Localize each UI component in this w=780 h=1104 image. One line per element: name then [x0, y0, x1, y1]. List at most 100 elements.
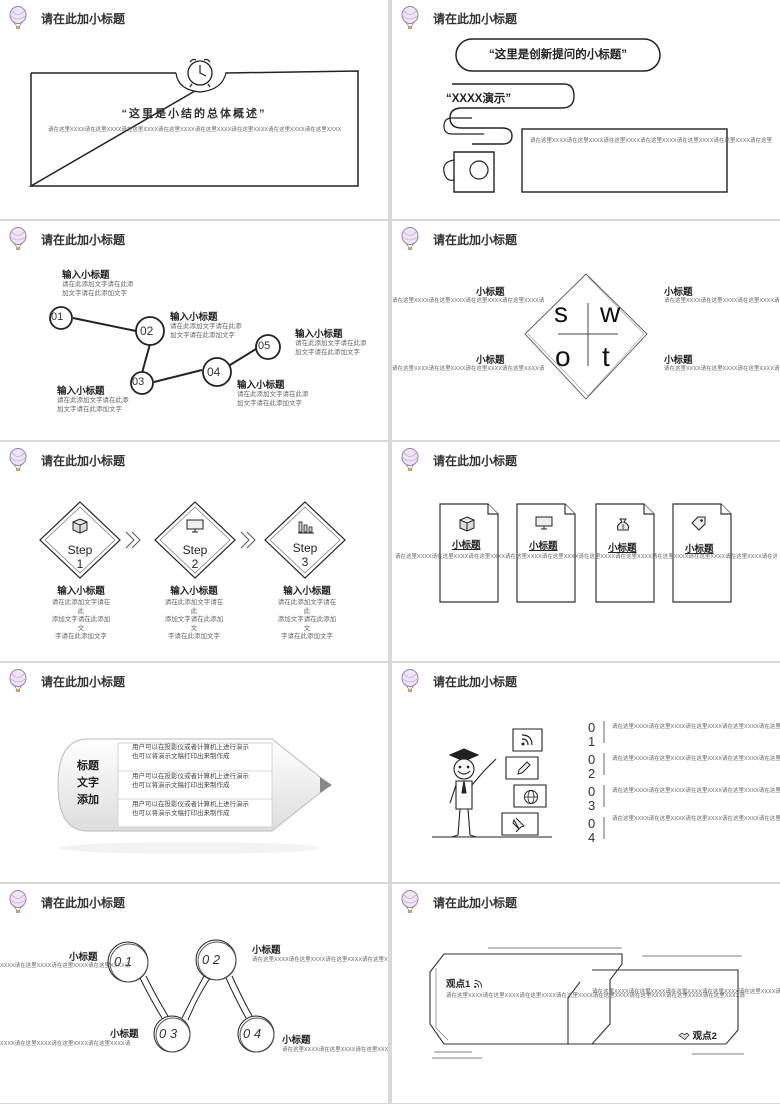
slide-1[interactable]: 请在此加小标题 “这里是小结的总体概述” 请在这里XXXX请在这里XXXX请在这…: [0, 0, 388, 219]
slide-10[interactable]: 请在此加小标题 观点1 请在这里XXXX请在这里XXXX请在这里XXXX请在这里…: [392, 884, 780, 1103]
slide-header: 请在此加小标题: [8, 448, 125, 472]
header-title: 请在此加小标题: [433, 11, 518, 26]
slide-3[interactable]: 请在此加小标题 01 02 03 04 05 输入小标题 请在此添加文字请在此添…: [0, 221, 388, 440]
timeline-item: 输入小标题 请在此添加文字请在此添 加文字请在此添加文字: [62, 270, 134, 297]
header-title: 请在此加小标题: [41, 453, 126, 468]
swot-text: 请在这里XXXX请在这里XXXX请在这里XXXX请在这里XXXX请: [392, 298, 545, 304]
timeline-item: 输入小标题 请在此添加文字请在此添 加文字请在此添加文字: [295, 329, 367, 356]
knot-number: 0 3: [159, 1026, 178, 1041]
svg-text:$: $: [622, 525, 625, 531]
slide-9[interactable]: 请在此加小标题 0 1 0 2 0 3 0 4 小标题 XXXX请在这里XXXX…: [0, 884, 388, 1103]
knot-chain: [107, 939, 275, 1053]
node-number: 05: [258, 340, 271, 352]
alarm-clock-icon: [187, 58, 213, 88]
hot-air-balloon-icon: [9, 669, 27, 692]
slide-header: 请在此加小标题: [400, 669, 517, 693]
hot-air-balloon-icon: [9, 890, 27, 913]
knot-number: 0 4: [243, 1026, 262, 1041]
cube-icon: [459, 516, 475, 532]
hot-air-balloon-icon: [401, 448, 419, 471]
header-title: 请在此加小标题: [433, 674, 518, 689]
slide-header: 请在此加小标题: [8, 227, 125, 251]
card-title: 小标题: [685, 544, 714, 555]
slide-header: 请在此加小标题: [400, 227, 517, 251]
tag-icon: [691, 516, 706, 531]
item-text: 请在这里XXXX请在这里XXXX请在这里XXXX请在这里XXXX请在这里: [612, 816, 780, 822]
steam-cup-drawing: [443, 38, 728, 193]
knot-text: XXXX请在这里XXXX请在这里XXXX请在这里XXXX请: [0, 1041, 131, 1047]
viewpoint-1-text: 请在这里XXXX请在这里XXXX请在这里XXXX请在这里XXXX请在这里XXXX…: [446, 993, 745, 999]
header-title: 请在此加小标题: [41, 11, 126, 26]
swot-text: 请在这里XXXX请在这里XXXX请在这里XXXX请在这里XXXX请: [392, 366, 545, 372]
item-dividers: [603, 721, 605, 839]
swot-diamond: [524, 273, 648, 400]
pushpin-icon: [512, 817, 525, 832]
swot-label: 小标题: [476, 287, 505, 298]
card-title: 小标题: [608, 543, 637, 554]
step-description: 输入小标题 请在此添加文字请在此 添加文字请在此添加文 字请在此添加文字: [51, 586, 111, 640]
knot-text: XXXX请在这里XXXX请在这里XXXX请在这里XXXX请: [0, 963, 131, 969]
card-text-strip: 请在这里XXXX请在这里XXXX请在这里XXXX请在这里XXXX请在这里XXXX…: [395, 554, 777, 560]
hot-air-balloon-icon: [401, 890, 419, 913]
card-outlines: [439, 503, 732, 603]
innovation-headline: “这里是创新提问的小标题”: [489, 49, 627, 61]
pencil-row: 用户可以在投影仪或者计算机上进行演示也可以将演示文稿打印出来制作成: [132, 744, 249, 760]
timeline-lines: [49, 306, 281, 395]
monitor-icon: [535, 516, 553, 530]
swot-label: 小标题: [664, 287, 693, 298]
pencil-shape: [57, 738, 332, 854]
viewpoint-2-label: 观点2: [678, 1028, 717, 1042]
slide-header: 请在此加小标题: [8, 669, 125, 693]
item-number: 0 3: [588, 784, 596, 813]
slide-header: 请在此加小标题: [400, 6, 517, 30]
timeline-item: 输入小标题 请在此添加文字请在此添 加文字请在此添加文字: [57, 386, 129, 413]
node-number: 04: [207, 365, 221, 379]
monitor-icon: [186, 519, 204, 533]
node-number: 02: [140, 324, 154, 338]
swot-letter: o: [555, 341, 571, 372]
viewpoint-1-label: 观点1: [446, 976, 483, 990]
slide-8[interactable]: 请在此加小标题 0 1 0 2 0 3 0 4 请在这里XXXX请在这里XXXX…: [392, 663, 780, 882]
summary-body: 请在这里XXXX请在这里XXXX请在这里XXXX请在这里XXXX请在这里XXXX…: [48, 127, 342, 133]
slide-4[interactable]: 请在此加小标题 s w o t 小标题 请在这里XXXX请在这里XXXX请在这里…: [392, 221, 780, 440]
demo-body: 请在这里XXXX请在这里XXXX请在这里XXXX请在这里XXXX请在这里XXXX…: [530, 138, 773, 144]
item-text: 请在这里XXXX请在这里XXXX请在这里XXXX请在这里XXXX请在这里: [612, 724, 780, 730]
step-description: 输入小标题 请在此添加文字请在此 添加文字请在此添加文 字请在此添加文字: [164, 586, 224, 640]
swot-letter: w: [600, 297, 621, 328]
hot-air-balloon-icon: [401, 227, 419, 250]
swot-letter: s: [554, 297, 568, 328]
swot-text: 请在这里XXXX请在这里XXXX请在这里XXXX请在这里XXXX请在这里XXXX…: [664, 298, 780, 304]
money-bag-icon: $: [617, 518, 629, 531]
slide-6[interactable]: 请在此加小标题 $ 小标题 小标题 小标题 小标题 请在这里XXXX请在这里XX…: [392, 442, 780, 661]
step-diamonds: [39, 501, 346, 579]
knot-number: 0 2: [202, 952, 221, 967]
item-number: 0 1: [588, 720, 596, 749]
hot-air-balloon-icon: [401, 6, 419, 29]
hot-air-balloon-icon: [401, 669, 419, 692]
hot-air-balloon-icon: [9, 227, 27, 250]
swot-text: 请在这里XXXX请在这里XXXX请在这里XXXX请在这里XXXX请在这里XXXX…: [664, 366, 780, 372]
cube-icon: [72, 518, 88, 534]
slide-header: 请在此加小标题: [8, 890, 125, 914]
slide-header: 请在此加小标题: [400, 448, 517, 472]
summary-quote: “这里是小结的总体概述”: [121, 108, 267, 120]
handshake-icon: [678, 1033, 690, 1041]
swot-label: 小标题: [476, 355, 505, 366]
item-text: 请在这里XXXX请在这里XXXX请在这里XXXX请在这里XXXX请在这里: [612, 788, 780, 794]
node-number: 03: [132, 376, 145, 388]
knot-number: 0 1: [114, 954, 133, 969]
header-title: 请在此加小标题: [41, 895, 126, 910]
item-number: 0 2: [588, 752, 596, 781]
viewpoint-2-text: 请在这里XXXX请在这里XXXX请在这里XXXX请在这里XXXX请在这里XXXX…: [592, 989, 780, 995]
header-title: 请在此加小标题: [433, 895, 518, 910]
pencil-label: 标题 文字 添加: [77, 760, 99, 806]
timeline-item: 输入小标题 请在此添加文字请在此添 加文字请在此添加文字: [237, 380, 309, 407]
slide-header: 请在此加小标题: [400, 890, 517, 914]
rss-icon: [521, 734, 533, 746]
knot-label: 小标题: [252, 945, 281, 956]
slide-7[interactable]: 请在此加小标题 标题 文字 添加 用户可以在投影仪或者计算机上进行演示也可以将演…: [0, 663, 388, 882]
slide-2[interactable]: 请在此加小标题 “这里是创新提问的小标题” “XXXX演示” 请在这里XXXX请…: [392, 0, 780, 219]
